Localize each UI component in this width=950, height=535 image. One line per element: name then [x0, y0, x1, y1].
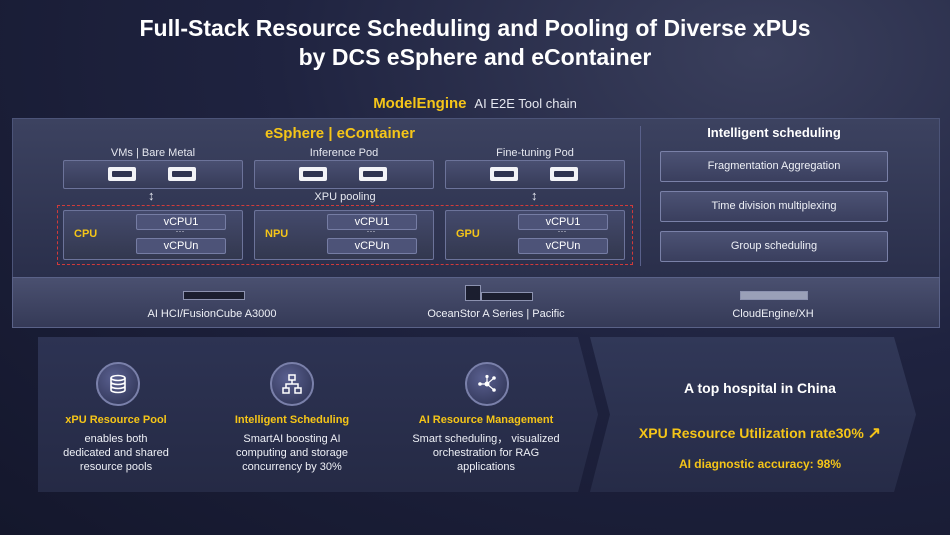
sched-item-time-division: Time division multiplexing — [660, 191, 888, 222]
vcpu-first: vCPU1 — [327, 214, 417, 230]
feature-title-scheduling: Intelligent Scheduling — [234, 414, 350, 426]
modelengine-header: ModelEngine AI E2E Tool chain — [0, 95, 950, 112]
xpu-name: CPU — [74, 228, 98, 240]
server-icon — [168, 167, 196, 181]
feature-title-management: AI Resource Management — [418, 414, 554, 426]
network-hierarchy-icon — [270, 362, 314, 406]
case-metric-accuracy: AI diagnostic accuracy: 98% — [678, 457, 842, 471]
xpu-pool-border — [57, 205, 633, 265]
share-nodes-icon — [465, 362, 509, 406]
infra-label-hci: AI HCI/FusionCube A3000 — [147, 308, 277, 320]
pod-label-vms: VMs | Bare Metal — [110, 147, 196, 159]
server-icon — [550, 167, 578, 181]
switch-icon — [740, 291, 808, 300]
case-title: A top hospital in China — [684, 380, 836, 396]
server-icon — [299, 167, 327, 181]
utilization-text: XPU Resource Utilization rate30% — [638, 425, 864, 441]
vcpu-first: vCPU1 — [136, 214, 226, 230]
double-arrow-icon: ↕ — [531, 188, 538, 203]
server-rack-icon — [183, 291, 245, 300]
pod-box-vms — [63, 160, 243, 189]
sched-item-group: Group scheduling — [660, 231, 888, 262]
infra-label-cloudengine: CloudEngine/XH — [732, 308, 814, 320]
panel-divider — [640, 126, 641, 266]
case-metric-utilization: XPU Resource Utilization rate30% ↗ — [600, 423, 920, 443]
title-line-1: Full-Stack Resource Scheduling and Pooli… — [139, 15, 811, 41]
pod-box-finetuning — [445, 160, 625, 189]
modelengine-name: ModelEngine — [373, 95, 467, 112]
xpu-box-gpu: GPU vCPU1 ··· vCPUn — [445, 210, 625, 260]
infra-label-oceanstor: OceanStor A Series | Pacific — [427, 308, 565, 320]
esphere-title: eSphere | eContainer — [264, 125, 416, 142]
xpu-box-cpu: CPU vCPU1 ··· vCPUn — [63, 210, 243, 260]
vcpu-ellipsis: ··· — [175, 226, 185, 236]
xpu-name: GPU — [456, 228, 480, 240]
intelligent-scheduling-title: Intelligent scheduling — [707, 125, 841, 140]
double-arrow-icon: ↕ — [148, 188, 155, 203]
server-icon — [359, 167, 387, 181]
storage-rack-icon — [481, 292, 533, 301]
storage-tower-icon — [465, 285, 481, 301]
vcpu-last: vCPUn — [136, 238, 226, 254]
database-icon — [96, 362, 140, 406]
pod-box-inference — [254, 160, 434, 189]
vcpu-first: vCPU1 — [518, 214, 608, 230]
vcpu-last: vCPUn — [327, 238, 417, 254]
title-line-2: by DCS eSphere and eContainer — [298, 44, 652, 70]
pod-label-finetuning: Fine-tuning Pod — [496, 147, 574, 159]
vcpu-ellipsis: ··· — [557, 226, 567, 236]
sched-item-fragmentation: Fragmentation Aggregation — [660, 151, 888, 182]
xpu-box-npu: NPU vCPU1 ··· vCPUn — [254, 210, 434, 260]
case-chevron — [590, 337, 916, 492]
vcpu-ellipsis: ··· — [366, 226, 376, 236]
feature-title-pool: xPU Resource Pool — [65, 414, 167, 426]
server-icon — [108, 167, 136, 181]
features-chevron — [38, 337, 598, 492]
pod-label-inference: Inference Pod — [309, 147, 379, 159]
xpu-name: NPU — [265, 228, 289, 240]
vcpu-last: vCPUn — [518, 238, 608, 254]
server-icon — [490, 167, 518, 181]
modelengine-subtitle: AI E2E Tool chain — [474, 96, 577, 111]
trend-up-icon: ↗ — [867, 425, 882, 442]
page-title: Full-Stack Resource Scheduling and Pooli… — [0, 14, 950, 72]
xpu-pooling-label: XPU pooling — [314, 191, 376, 203]
